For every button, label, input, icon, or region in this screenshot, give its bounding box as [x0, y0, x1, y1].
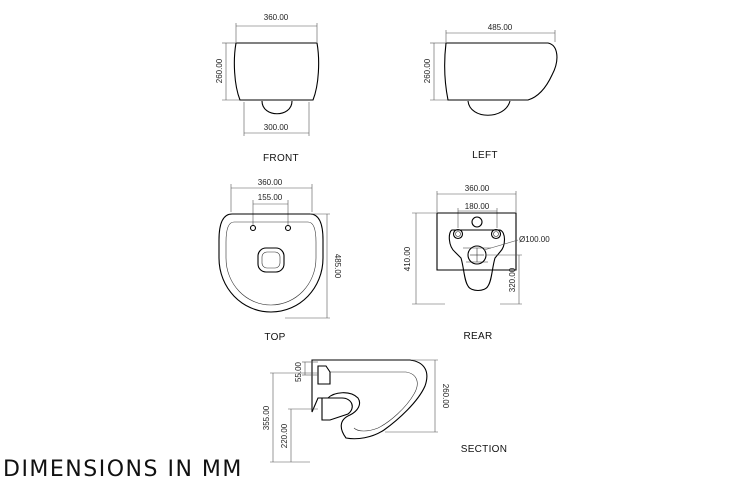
front-width-top: 360.00: [264, 13, 289, 22]
left-length: 485.00: [488, 23, 513, 32]
top-label: TOP: [264, 332, 285, 343]
rear-inlet: [471, 216, 483, 228]
section-shell-outer: [311, 359, 428, 440]
section-outlet-height: 220.00: [280, 423, 289, 448]
top-view: 360.00 155.00 485.00 TOP: [218, 178, 342, 343]
top-hole-spacing: 155.00: [258, 193, 283, 202]
rear-outlet-height: 320.00: [508, 267, 517, 292]
front-body-outline: [233, 42, 320, 101]
top-drain-opening: [257, 247, 285, 273]
top-seat-hole-right: [284, 224, 292, 232]
left-label: LEFT: [472, 150, 498, 161]
section-inlet: [317, 365, 331, 385]
section-bowl-height: 260.00: [441, 384, 450, 409]
rear-outlet-diameter: Ø100.00: [519, 235, 550, 244]
section-trap: [321, 397, 353, 421]
top-length: 485.00: [333, 254, 342, 279]
front-view: 360.00 260.00 300.00 FRONT: [215, 13, 320, 164]
rear-diameter-leader: [483, 239, 519, 251]
left-body-outline: [444, 42, 558, 101]
rear-bolt-right-inner: [493, 231, 499, 237]
rear-height: 410.00: [403, 246, 412, 271]
left-bowl-base: [467, 100, 511, 116]
section-bowl-inner: [330, 371, 418, 432]
rear-bolt-spacing: 180.00: [465, 202, 490, 211]
rear-bolt-left: [452, 228, 464, 240]
units-note: DIMENSIONS IN MM: [3, 457, 243, 482]
rear-bolt-right: [490, 228, 502, 240]
section-label: SECTION: [461, 444, 508, 455]
rear-view: 360.00 180.00 Ø100.00 410.00 320.0: [403, 184, 550, 342]
section-total-height: 355.00: [262, 405, 271, 430]
rear-width: 360.00: [465, 184, 490, 193]
top-seat-hole-left: [249, 224, 257, 232]
rear-pan: [448, 229, 506, 292]
section-inlet-offset: 55.00: [294, 361, 303, 382]
front-height: 260.00: [215, 58, 224, 83]
top-width: 360.00: [258, 178, 283, 187]
top-bowl-rim: [225, 221, 317, 306]
section-view: 55.00 355.00 220.00 260.00 SECTION: [262, 359, 508, 463]
front-label: FRONT: [263, 153, 299, 164]
rear-bolt-left-inner: [455, 231, 461, 237]
left-view: 485.00 260.00 LEFT: [423, 23, 558, 161]
top-bowl-outline: [218, 213, 324, 313]
left-height: 260.00: [423, 58, 432, 83]
front-width-bottom: 300.00: [264, 123, 289, 132]
front-bowl-base: [261, 100, 293, 115]
rear-body-outline: [436, 212, 517, 271]
top-drain-inner: [261, 251, 281, 269]
rear-label: REAR: [464, 331, 493, 342]
